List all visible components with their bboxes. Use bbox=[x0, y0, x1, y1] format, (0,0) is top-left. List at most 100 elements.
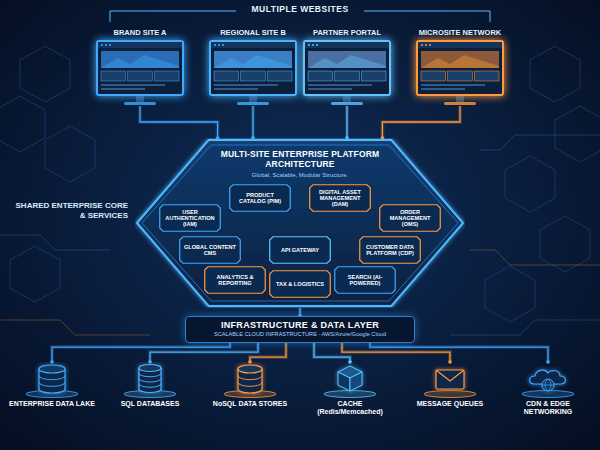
cylinder-band bbox=[39, 376, 65, 380]
component-icon bbox=[420, 362, 480, 398]
module-text-box: ANALYTICS & REPORTING bbox=[204, 266, 266, 294]
module-shape bbox=[335, 267, 396, 294]
module-text-box: TAX & LOGISTICS bbox=[269, 270, 331, 298]
connector-glow bbox=[382, 106, 460, 138]
service-module: DIGITAL ASSET MANAGEMENT (DAM) bbox=[309, 184, 371, 212]
mock-card bbox=[128, 71, 153, 81]
module-shape bbox=[230, 185, 291, 212]
icon-queue bbox=[436, 370, 464, 389]
browser-screen bbox=[96, 40, 184, 96]
mock-dot bbox=[421, 44, 423, 46]
module-label: TAX & LOGISTICS bbox=[276, 281, 324, 287]
cylinder-top bbox=[238, 365, 262, 373]
service-module: CUSTOMER DATA PLATFORM (CDP) bbox=[359, 236, 421, 264]
infrastructure-band: INFRASTRUCTURE & DATA LAYERSCALABLE CLOU… bbox=[185, 316, 415, 343]
mock-dot bbox=[109, 44, 111, 46]
connector bbox=[250, 343, 286, 362]
website-monitor: BRAND SITE A bbox=[96, 28, 184, 106]
screen-mockup bbox=[305, 42, 389, 94]
mock-card bbox=[101, 71, 126, 81]
mock-line bbox=[214, 88, 258, 90]
bracket-line bbox=[364, 11, 490, 22]
cylinder-band bbox=[39, 382, 65, 386]
mock-card bbox=[361, 71, 386, 81]
cylinder-band bbox=[238, 376, 262, 380]
icon-lake bbox=[39, 365, 65, 393]
mock-dot bbox=[222, 44, 224, 46]
mock-dot bbox=[214, 44, 216, 46]
connector-dot bbox=[546, 360, 550, 364]
browser-screen bbox=[209, 40, 297, 96]
stand-neck bbox=[249, 96, 257, 102]
mock-hero-shape bbox=[101, 55, 179, 68]
mock-line bbox=[421, 84, 485, 86]
connector-group bbox=[370, 343, 550, 364]
module-text-box: PRODUCT CATALOG (PIM) bbox=[229, 184, 291, 212]
service-module: USER AUTHENTICATION (IAM) bbox=[159, 204, 221, 232]
module-text-box: ORDER MANAGEMENT (OMS) bbox=[379, 204, 441, 232]
service-module: SEARCH (AI-POWERED) bbox=[334, 266, 396, 294]
mock-card bbox=[267, 71, 292, 81]
mock-card bbox=[474, 71, 499, 81]
icon-platform bbox=[424, 391, 476, 398]
circuit-line bbox=[450, 320, 600, 335]
component-icon bbox=[120, 362, 180, 398]
icon-platform bbox=[522, 391, 574, 398]
cube-right bbox=[350, 372, 362, 391]
connector-dot bbox=[248, 360, 252, 364]
connector-glow bbox=[251, 106, 255, 138]
module-shape bbox=[270, 271, 331, 298]
module-shape bbox=[310, 185, 371, 212]
connector-group bbox=[148, 343, 258, 364]
module-text-box: DIGITAL ASSET MANAGEMENT (DAM) bbox=[309, 184, 371, 212]
browser-screen bbox=[303, 40, 391, 96]
mock-line bbox=[101, 88, 145, 90]
icon-nosql bbox=[238, 365, 262, 393]
mock-hero bbox=[421, 51, 499, 68]
circuit-line bbox=[0, 235, 110, 250]
layer-title-sub: SCALABLE CLOUD INFRASTRUCTURE - AWS/Azur… bbox=[192, 331, 408, 338]
connector-dot bbox=[348, 360, 352, 364]
mock-card bbox=[154, 71, 179, 81]
mock-card bbox=[241, 71, 266, 81]
component-icon bbox=[320, 362, 380, 398]
service-module: TAX & LOGISTICS bbox=[269, 270, 331, 298]
browser-screen bbox=[416, 40, 504, 96]
connector bbox=[150, 343, 258, 362]
globe bbox=[542, 379, 554, 391]
mock-dot bbox=[101, 44, 103, 46]
mock-line bbox=[421, 88, 465, 90]
mock-hero bbox=[214, 51, 292, 68]
mock-hero-shape bbox=[421, 55, 499, 68]
site-heading: PARTNER PORTAL bbox=[287, 28, 407, 38]
stand-base bbox=[124, 102, 156, 105]
module-shape bbox=[380, 205, 441, 232]
screen-mockup bbox=[98, 42, 182, 94]
connector-group bbox=[140, 106, 219, 140]
cylinder-top bbox=[139, 365, 161, 372]
mock-card bbox=[308, 71, 333, 81]
module-text-box: CUSTOMER DATA PLATFORM (CDP) bbox=[359, 236, 421, 264]
module-label: USER AUTHENTICATION (IAM) bbox=[162, 209, 218, 228]
module-label: CUSTOMER DATA PLATFORM (CDP) bbox=[362, 244, 418, 257]
hexagon-inner bbox=[142, 145, 458, 301]
stand-neck bbox=[456, 96, 464, 102]
connector bbox=[382, 106, 460, 138]
component-label: NoSQL DATA STORES bbox=[205, 400, 295, 408]
decor-hexagon bbox=[10, 246, 60, 302]
decor-hexagons bbox=[0, 46, 600, 322]
mock-dot bbox=[105, 44, 107, 46]
infrastructure-component: CDN & EDGE NETWORKING bbox=[503, 362, 593, 416]
monitor-stand bbox=[303, 96, 391, 106]
diagram-title: MULTIPLE WEBSITES bbox=[0, 4, 600, 14]
module-label: ORDER MANAGEMENT (OMS) bbox=[382, 209, 438, 228]
mock-hero-shape bbox=[214, 55, 292, 68]
hexagon-header: MULTI-SITE ENTERPRISE PLATFORM ARCHITECT… bbox=[135, 150, 465, 179]
decor-hexagon bbox=[540, 216, 590, 272]
infrastructure-component: SQL DATABASES bbox=[105, 362, 195, 408]
mock-header bbox=[305, 42, 389, 48]
site-heading: MICROSITE NETWORK bbox=[400, 28, 520, 38]
connector bbox=[252, 106, 253, 138]
bracket-line bbox=[110, 11, 236, 22]
